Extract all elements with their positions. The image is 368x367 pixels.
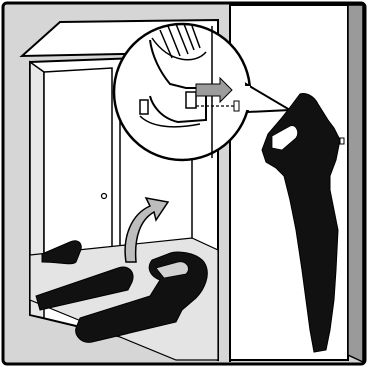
right-wall-edge [348,5,363,362]
